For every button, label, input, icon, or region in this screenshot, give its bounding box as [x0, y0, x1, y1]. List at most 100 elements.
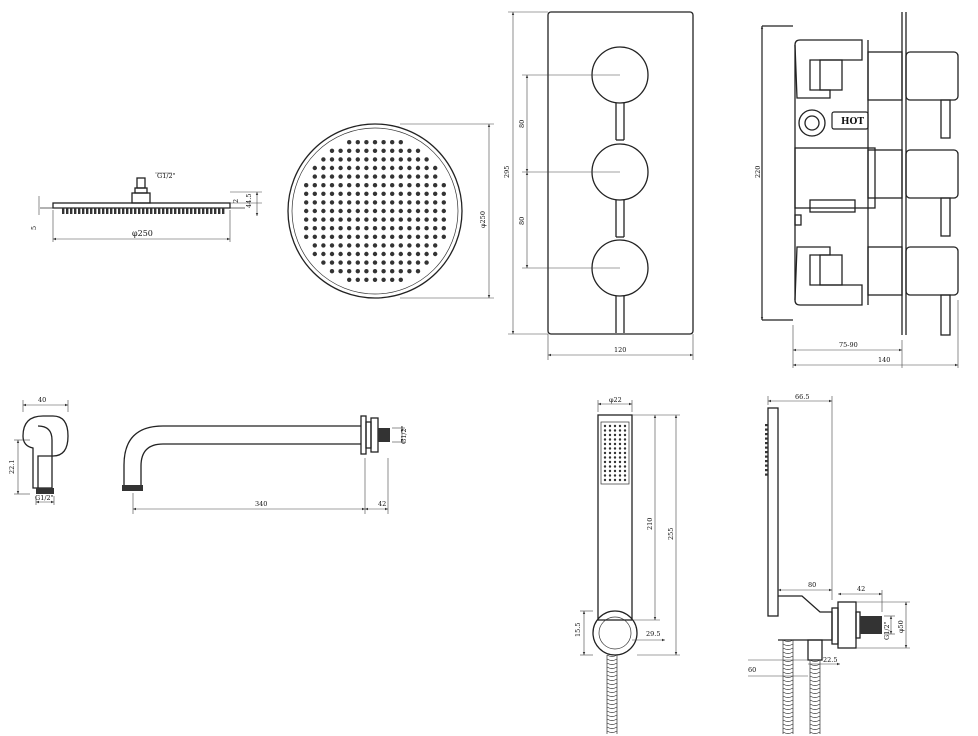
nozzle-tick [170, 208, 173, 214]
shower-arm-thread-label: G1/2" [400, 425, 408, 444]
nozzle-dot [355, 226, 360, 231]
handset-nozzle-dot [613, 424, 617, 428]
hose-coil [809, 727, 821, 730]
handset-nozzle-dot [603, 460, 607, 464]
nozzle-dot [347, 148, 352, 153]
hose-coil [606, 658, 618, 661]
handset-nozzle-dot [603, 447, 607, 450]
handset-nozzle-dot [608, 474, 612, 477]
handset-nozzle-dot [608, 438, 612, 441]
nozzle-tick [78, 208, 81, 214]
nozzle-dot [424, 217, 429, 222]
nozzle-dot [355, 140, 360, 145]
hose-coil [782, 691, 794, 694]
nozzle-tick [142, 208, 145, 214]
hose-coil [782, 679, 794, 682]
nozzle-dot [381, 234, 386, 239]
nozzle-dot [347, 174, 352, 179]
valve-height-label: 295 [503, 166, 511, 178]
shower-head-side-view: G1/2" 44.5 2 5 φ250 [30, 172, 262, 242]
nozzle-dot [381, 183, 386, 188]
nozzle-tick [118, 208, 121, 214]
nozzle-dot [312, 251, 317, 257]
nozzle-dot [381, 191, 386, 196]
nozzle-dot [398, 140, 403, 145]
handset-side-hose-left [782, 639, 794, 734]
nozzle-dot [415, 269, 421, 274]
nozzle-tick [94, 208, 97, 214]
nozzle-tick [138, 208, 141, 214]
nozzle-dot [355, 165, 360, 171]
nozzle-dot [433, 217, 438, 222]
nozzle-dot [364, 217, 369, 222]
nozzle-dot [415, 191, 421, 196]
handset-nozzle-dot [608, 451, 612, 455]
shower-head-front-diameter-label: φ250 [479, 211, 487, 228]
nozzle-dot [321, 200, 326, 205]
nozzle-dot [407, 234, 412, 239]
wall-outlet-view: 40 22.1 G1/2" [8, 396, 69, 505]
valve-side-view: HOT 220 75-90 140 [754, 12, 959, 368]
nozzle-dot [347, 234, 352, 239]
handset-nozzle-dot [618, 474, 622, 477]
nozzle-dot [338, 148, 343, 153]
handset-nozzle-dot [613, 465, 617, 468]
nozzle-dot [424, 260, 429, 265]
nozzle-tick [158, 208, 161, 214]
nozzle-dot [312, 183, 317, 188]
nozzle-dot [433, 165, 438, 171]
nozzle-dot [398, 174, 403, 179]
nozzle-dot [372, 217, 378, 222]
hose-coil [809, 719, 821, 722]
valve-handle-middle [591, 143, 649, 238]
nozzle-dot [424, 234, 429, 239]
nozzle-dot [398, 269, 403, 274]
nozzle-dot [390, 243, 395, 248]
hose-coil [606, 706, 618, 709]
nozzle-dot [415, 183, 421, 188]
nozzle-dot [364, 200, 369, 205]
nozzle-tick [74, 208, 77, 214]
shower-arm-length-label: 340 [255, 500, 267, 508]
nozzle-dot [424, 200, 429, 205]
hose-coil [782, 699, 794, 702]
hose-coil [606, 702, 618, 705]
handset-side-nozzle [765, 437, 768, 440]
nozzle-dot [364, 140, 369, 145]
nozzle-tick [166, 208, 169, 214]
nozzle-dot [372, 183, 378, 188]
handset-nozzle-grid [603, 424, 627, 482]
hose-coil [606, 714, 618, 717]
hose-coil [782, 715, 794, 718]
nozzle-dot [424, 208, 429, 214]
nozzle-dot [398, 226, 403, 231]
handset-nozzle-dot [608, 469, 612, 473]
nozzle-dot [381, 217, 386, 222]
nozzle-dot [398, 191, 403, 196]
hose-coil [809, 675, 821, 678]
handset-side-nozzle [765, 469, 768, 472]
valve-width-label: 120 [614, 346, 626, 354]
nozzle-dot [415, 260, 421, 265]
nozzle-dot [304, 200, 309, 205]
nozzle-dot [372, 243, 378, 248]
nozzle-dot [381, 243, 386, 248]
handset-side-nozzle [765, 473, 768, 476]
nozzle-dot [338, 200, 343, 205]
hose-coil [782, 639, 794, 642]
nozzle-dot [347, 191, 352, 196]
nozzle-dot [407, 191, 412, 196]
nozzle-dot [338, 157, 343, 162]
hose-coil [606, 690, 618, 693]
nozzle-dot [415, 165, 421, 171]
valve-side-handle-top [867, 51, 959, 139]
nozzle-tick [114, 208, 117, 214]
nozzle-tick [178, 208, 181, 214]
handset-side-nozzle [765, 446, 768, 449]
nozzle-dot [441, 200, 446, 205]
shower-head-gap-label: 2 [232, 199, 240, 203]
hose-coil [809, 663, 821, 666]
nozzle-dot [304, 191, 309, 196]
nozzle-dot [364, 174, 369, 179]
nozzle-dot [407, 260, 412, 265]
